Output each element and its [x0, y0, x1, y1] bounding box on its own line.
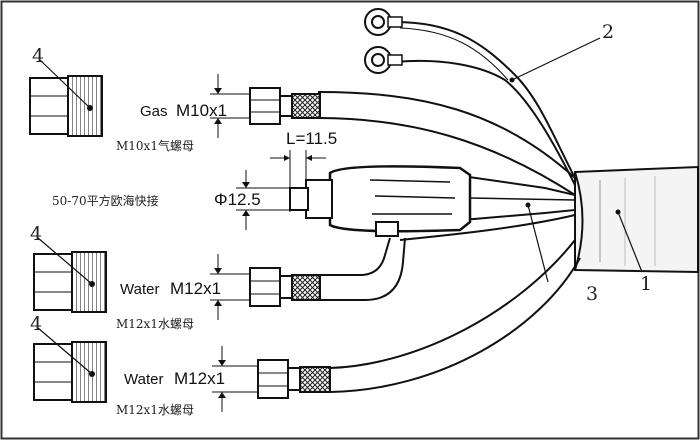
gas-size-label: M10x1	[176, 101, 227, 120]
knurled-nut-top	[29, 75, 103, 137]
main-cable	[574, 165, 699, 274]
gas-prefix-label: Gas	[140, 103, 168, 120]
knurled-nut-bottom	[33, 341, 107, 403]
callout-4-top: 4	[32, 45, 44, 67]
dim-phi	[236, 170, 290, 230]
water1-cn-label: M12x1水螺母	[116, 317, 194, 331]
callout-3: 3	[586, 283, 598, 305]
water2-cn-label: M12x1水螺母	[116, 403, 194, 417]
ring-terminal-bottom	[364, 46, 403, 74]
water-hose-1	[318, 214, 576, 301]
length-label: L=11.5	[286, 129, 337, 148]
phi-label: Φ12.5	[214, 190, 261, 209]
dim-water2	[212, 346, 258, 412]
callout-1: 1	[640, 273, 652, 295]
dim-length	[270, 150, 326, 186]
water1-size-label: M12x1	[170, 279, 221, 298]
water1-fitting	[249, 267, 321, 307]
water-hose-2	[329, 239, 581, 393]
gas-fitting	[249, 87, 321, 125]
dim-gas	[210, 74, 250, 138]
leader-1	[617, 211, 643, 273]
ring-terminal-top	[364, 8, 403, 36]
leader-4c	[37, 327, 93, 375]
water2-size-label: M12x1	[174, 369, 225, 388]
callout-4-bottom: 4	[30, 313, 42, 335]
gas-hose	[317, 91, 576, 196]
knurled-nut-mid	[33, 251, 107, 313]
dim-water1	[210, 254, 250, 320]
water2-fitting	[257, 359, 331, 399]
leader-4a	[39, 59, 91, 109]
leader-4b	[37, 237, 93, 285]
leader-2	[511, 37, 601, 81]
euro-connector	[289, 165, 576, 237]
water2-prefix-label: Water	[124, 371, 163, 388]
gas-cn-label: M10x1气螺母	[116, 138, 194, 153]
leader-3	[527, 204, 549, 283]
callout-2: 2	[602, 21, 614, 43]
callout-4-mid: 4	[30, 223, 42, 245]
euro-cn-label: 50-70平方欧海快接	[52, 193, 159, 208]
signal-wires	[364, 8, 576, 186]
water1-prefix-label: Water	[120, 281, 159, 298]
